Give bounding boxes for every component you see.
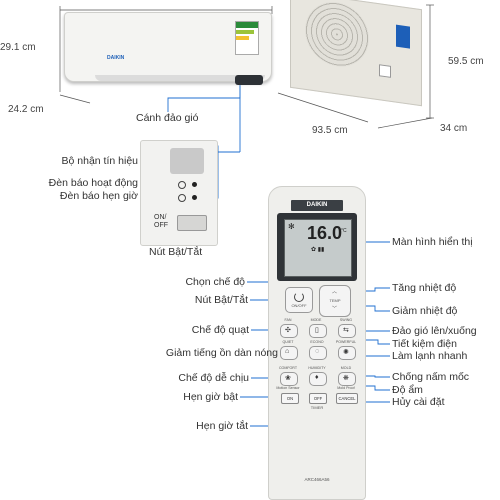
remote-brand-badge: DAIKIN (291, 200, 343, 211)
label-operation-lamp: Đèn báo hoạt động (48, 177, 138, 189)
label-timer-on: Hẹn giờ bật (183, 391, 238, 403)
energy-label (235, 21, 259, 55)
label-econo: Tiết kiệm điện (392, 338, 457, 350)
label-timer-lamp: Đèn báo hẹn giờ (59, 190, 138, 202)
label-power-button-remote: Nút Bật/Tắt (194, 294, 248, 306)
label-lcd-screen: Màn hình hiển thị (392, 236, 473, 248)
indoor-bottom-vent (95, 75, 265, 81)
mold-button[interactable]: ❋ (338, 372, 356, 386)
remote-control: DAIKIN ✻ 16.0 °C ✿ ▮▮ ON/OFF ︿ TEMP ﹀ FA… (268, 186, 366, 500)
label-humidity: Độ ẩm (392, 384, 423, 396)
label-temp-up: Tăng nhiệt độ (392, 282, 457, 294)
label-fan-mode: Chế độ quạt (191, 324, 249, 336)
econo-button[interactable]: ◌ (309, 346, 327, 360)
dim-outdoor-height: 59.5 cm (448, 56, 484, 67)
mode-icon: ▯ (315, 327, 319, 334)
label-powerful: Làm lạnh nhanh (392, 350, 468, 362)
label-quiet: Giảm tiếng ồn dàn nóng (165, 347, 278, 359)
remote-temp-button[interactable]: ︿ TEMP ﹀ (319, 285, 351, 317)
indoor-panel: ON/OFF (140, 140, 218, 246)
powerful-icon: ✺ (343, 349, 349, 356)
remote-lcd: ✻ 16.0 °C ✿ ▮▮ (277, 213, 357, 281)
remote-model: ARC466A56 (304, 477, 330, 482)
dim-indoor-height: 29.1 cm (0, 42, 36, 53)
mold-icon: ❋ (343, 375, 349, 382)
panel-on-off-button[interactable] (177, 215, 207, 231)
temp-up-icon: ︿ (332, 289, 338, 295)
timer-lamp (192, 195, 197, 200)
comfort-button[interactable]: ❀ (280, 372, 298, 386)
timer-lamp-icon (178, 194, 186, 202)
cancel-button[interactable]: CANCEL (336, 393, 358, 404)
panel-on-off-label: ON/OFF (154, 214, 168, 229)
label-timer-off: Hẹn giờ tắt (196, 420, 248, 432)
powerful-button[interactable]: ✺ (338, 346, 356, 360)
swing-button[interactable]: ⇆ (338, 324, 356, 338)
label-mode-select: Chọn chế độ (185, 276, 245, 288)
fan-button[interactable]: ✣ (280, 324, 298, 338)
label-comfort: Chế độ dễ chịu (178, 372, 249, 384)
label-mold: Chống nấm mốc (392, 371, 470, 383)
label-temp-down: Giảm nhiệt độ (392, 305, 458, 317)
outdoor-unit (290, 0, 422, 107)
remote-on-off-button[interactable]: ON/OFF (285, 287, 313, 313)
dim-outdoor-depth: 34 cm (440, 123, 468, 134)
label-power-button-unit: Nút Bật/Tắt (149, 246, 203, 258)
indoor-unit: DAIKIN (64, 12, 272, 85)
humidity-button[interactable]: ♦ (309, 372, 327, 386)
operation-lamp-icon (178, 181, 186, 189)
dim-outdoor-width: 93.5 cm (312, 125, 348, 136)
louver-open (235, 75, 263, 85)
econo-icon: ◌ (315, 348, 320, 355)
signal-receiver-window (170, 148, 204, 174)
power-icon (294, 292, 304, 302)
quiet-button[interactable]: ⌂ (280, 346, 298, 360)
timer-on-button[interactable]: ON (281, 393, 299, 404)
lcd-temp: 16.0 (307, 223, 343, 243)
outdoor-label (379, 64, 391, 78)
comfort-icon: ❀ (285, 375, 291, 382)
outdoor-brand-logo (396, 24, 410, 49)
lcd-fan-icon: ✿ ▮▮ (311, 247, 325, 253)
dim-indoor-depth: 24.2 cm (8, 104, 44, 115)
fan-icon: ✣ (285, 327, 291, 334)
label-swing: Đảo gió lên/xuống (392, 325, 477, 337)
label-signal-receiver: Bộ nhận tín hiệu (61, 155, 138, 167)
swing-icon: ⇆ (343, 327, 349, 334)
lcd-unit: °C (341, 228, 347, 234)
temp-down-icon: ﹀ (332, 306, 338, 312)
quiet-icon: ⌂ (285, 348, 290, 355)
fan-grille (305, 0, 369, 71)
label-louver: Cánh đảo gió (136, 112, 199, 124)
timer-off-button[interactable]: OFF (309, 393, 327, 404)
operation-lamp (192, 182, 197, 187)
humidity-icon: ♦ (315, 374, 319, 381)
mode-button[interactable]: ▯ (309, 324, 327, 338)
label-cancel: Hủy cài đặt (392, 396, 445, 408)
indoor-brand-logo: DAIKIN (107, 55, 125, 61)
